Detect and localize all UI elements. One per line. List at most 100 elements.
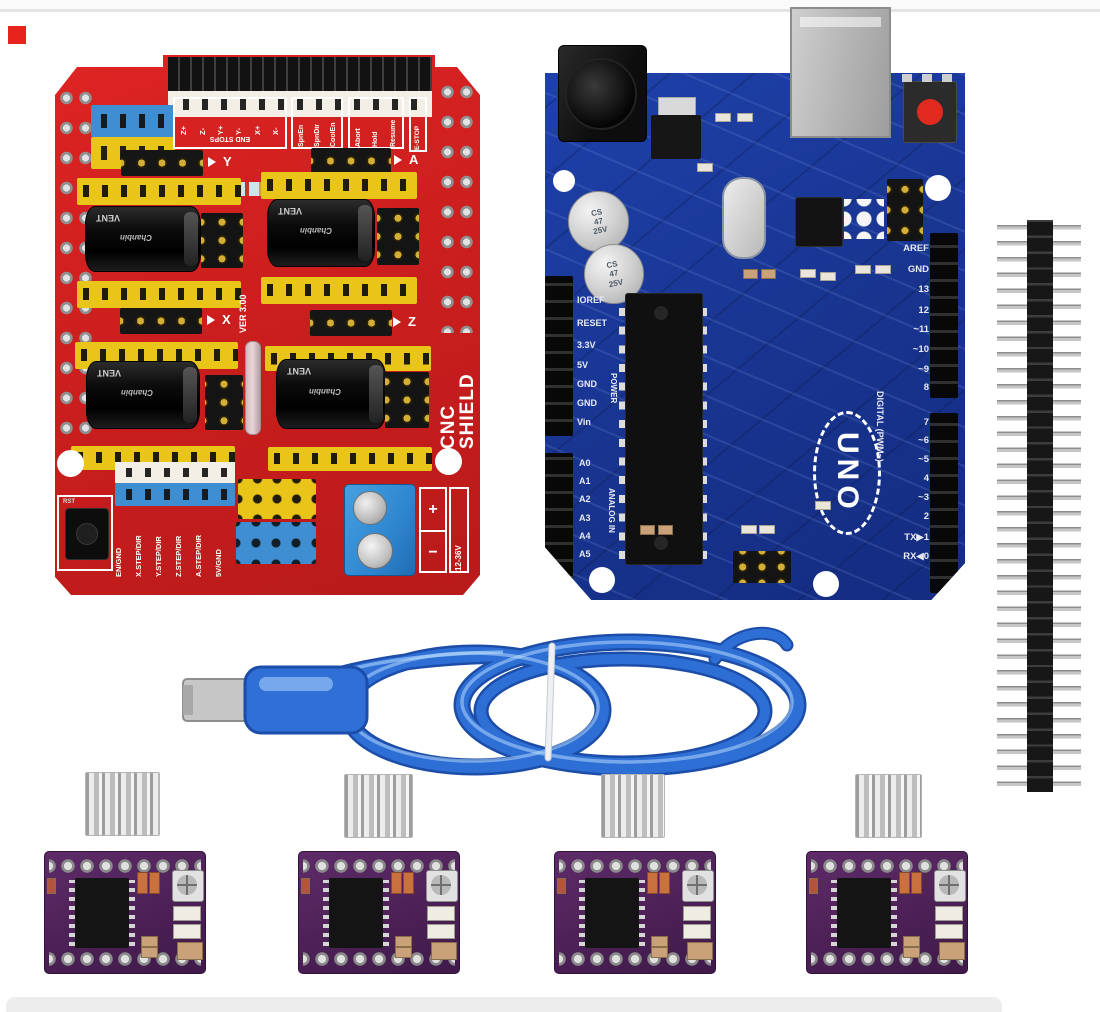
- smd-capacitor: [149, 872, 160, 894]
- driver-socket-row: [77, 281, 241, 308]
- pin-label: AREF: [903, 243, 929, 254]
- pin-label: ~5: [918, 454, 929, 465]
- heatsink: [855, 774, 922, 838]
- terminal-screw: [357, 533, 393, 569]
- chip-dimple: [654, 306, 668, 320]
- smd-component: [759, 525, 775, 534]
- pin-label: 3.3V: [577, 340, 596, 350]
- dip-pins-right: [700, 297, 707, 559]
- pin-label: ~6: [918, 435, 929, 446]
- motor-header-z: [310, 310, 392, 336]
- pin-label: A5: [579, 549, 591, 559]
- driver-ic-pins: [639, 880, 645, 946]
- pin-label: ~9: [918, 364, 929, 375]
- smd-component: [935, 906, 963, 921]
- reset-button-cap: [917, 99, 943, 125]
- terminal-screw: [353, 491, 387, 525]
- motor-header-x: [120, 308, 202, 334]
- endstop-label-box: Z+ Z- Y+ Y- X+ X- END STOPS: [173, 97, 287, 149]
- signal-label: EN/GND: [114, 547, 123, 577]
- driver-socket-row: [261, 277, 417, 304]
- smd-component: [741, 525, 757, 534]
- header-holes: [175, 98, 425, 110]
- heatsink: [85, 772, 160, 836]
- control-label: Resume: [389, 119, 397, 147]
- smd-component: [683, 924, 711, 939]
- signal-label: Y.STEP/DIR: [154, 536, 163, 577]
- through-hole-pads: [844, 199, 884, 239]
- spindle-label: SpnEn: [297, 124, 305, 147]
- digital-header-lower: [930, 413, 958, 593]
- usb-cable: [182, 626, 807, 777]
- motor-header-y: [121, 150, 203, 176]
- smd-component: [815, 501, 831, 510]
- voltage-regulator: [651, 115, 701, 159]
- usb-b-plug: [182, 665, 369, 735]
- smd-capacitor: [939, 942, 965, 960]
- power-minus-label: −: [428, 543, 438, 561]
- microstep-header: [385, 372, 429, 428]
- driver-ic-pins: [69, 880, 75, 946]
- smd-component: [658, 525, 673, 535]
- power-section-caption: POWER: [609, 373, 618, 404]
- signal-label: 5V/GND: [214, 549, 223, 577]
- uno-logo-oval: UNO: [813, 411, 881, 535]
- mounting-hole: [589, 567, 615, 593]
- capacitor-brand-text: Chanbin: [120, 388, 153, 398]
- cnc-version-text: VER 3.00: [238, 294, 248, 333]
- cable-tie: [544, 642, 556, 762]
- endstop-pin-label: Z+: [179, 126, 189, 135]
- pot-screw: [939, 875, 959, 895]
- stepper-driver-board: [554, 851, 716, 974]
- analog-header: [545, 453, 573, 593]
- pin-label: A2: [579, 494, 591, 504]
- driver-ic-pins: [129, 880, 135, 946]
- axis-arrow-icon: [394, 154, 407, 165]
- smd-component: [875, 265, 891, 274]
- smd-component: [141, 936, 158, 947]
- driver-pin-row-bottom: [49, 947, 201, 971]
- control-label: Abort: [355, 128, 363, 147]
- trim-potentiometer: [172, 870, 204, 902]
- microstep-header: [377, 208, 419, 265]
- axis-marker-a: A: [394, 152, 418, 167]
- driver-ic-chip: [329, 878, 383, 948]
- mounting-hole: [553, 170, 575, 192]
- corner-marker: [8, 26, 26, 44]
- power-plus-label: +: [421, 489, 445, 532]
- power-terminal-block: [344, 484, 416, 576]
- pin-label: GND: [577, 379, 597, 389]
- smd-component: [903, 936, 920, 947]
- pin-label: RX◀0: [903, 551, 929, 562]
- smd-component: [47, 878, 56, 894]
- smd-component: [395, 947, 412, 958]
- capacitor-end: [184, 212, 198, 266]
- reset-button: [65, 508, 109, 560]
- reset-button-plunger: [76, 523, 98, 545]
- pin-label: 12: [918, 305, 929, 316]
- uno-reset-button: [902, 74, 958, 143]
- pin-label: TX▶1: [904, 532, 929, 543]
- driver-socket-row: [268, 447, 432, 471]
- smd-capacitor: [403, 872, 414, 894]
- stepper-driver-board: [806, 851, 968, 974]
- signal-label: A.STEP/DIR: [194, 534, 203, 577]
- cnc-top-female-header: [168, 91, 432, 117]
- capacitor-brand-text: Chanbin: [299, 226, 332, 236]
- capacitor-vent-text: VENT: [287, 366, 312, 376]
- capacitor-end: [183, 367, 197, 423]
- spindle-label: SpnDir: [313, 124, 321, 147]
- motor-header-a: [311, 148, 391, 174]
- signal-label: X.STEP/DIR: [134, 535, 143, 577]
- driver-ic-pins: [891, 880, 897, 946]
- mounting-hole: [435, 448, 462, 475]
- electrolytic-capacitor: VENT Chanbin: [86, 361, 200, 429]
- endstop-pin-label: Z-: [197, 127, 207, 135]
- capacitor-end: [369, 365, 383, 423]
- smd-capacitor: [659, 872, 670, 894]
- smd-component: [855, 265, 871, 274]
- digital-section-caption: DIGITAL (PWM~): [875, 391, 885, 462]
- endstop-pin-label: Y-: [234, 127, 244, 135]
- control-label-box: Abort Hold Resume: [348, 97, 404, 149]
- smd-component: [697, 163, 713, 172]
